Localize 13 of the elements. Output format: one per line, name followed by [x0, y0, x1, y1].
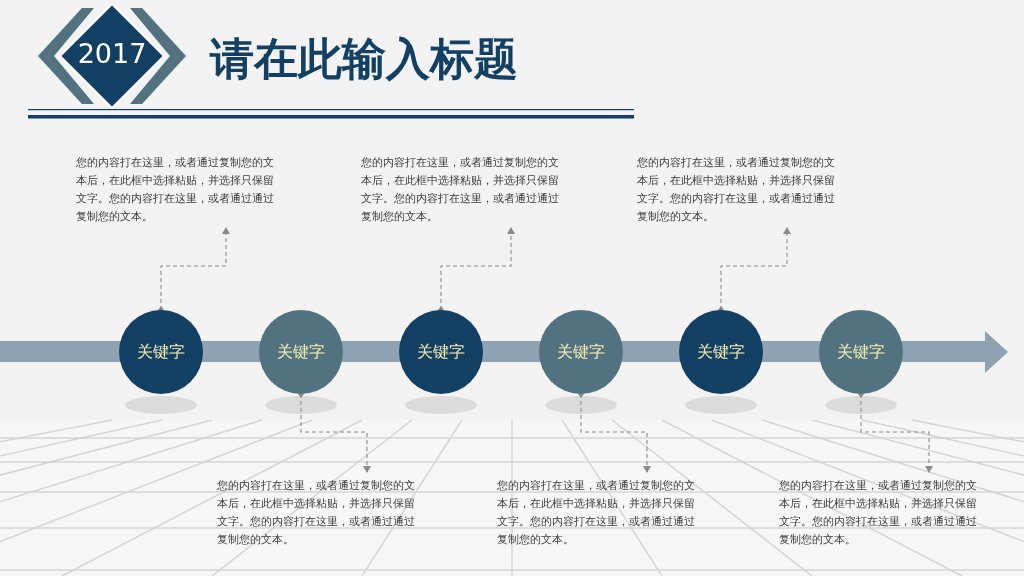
keyword-circle: 关键字	[819, 310, 903, 394]
description-text: 您的内容打在这里，或者通过复制您的文本后，在此框中选择粘贴，并选择只保留文字。您的内容打在这里，或者通过通过复制您的文本。	[361, 153, 561, 225]
description-text: 您的内容打在这里，或者通过复制您的文本后，在此框中选择粘贴，并选择只保留文字。您的内容打在这里，或者通过通过复制您的文本。	[779, 476, 979, 548]
title: 请在此输入标题	[210, 32, 518, 86]
keyword-circle: 关键字	[119, 310, 203, 394]
description-text: 您的内容打在这里，或者通过复制您的文本后，在此框中选择粘贴，并选择只保留文字。您的内容打在这里，或者通过通过复制您的文本。	[76, 153, 276, 225]
keyword-circle: 关键字	[539, 310, 623, 394]
description-text: 您的内容打在这里，或者通过复制您的文本后，在此框中选择粘贴，并选择只保留文字。您的内容打在这里，或者通过通过复制您的文本。	[637, 153, 837, 225]
description-text: 您的内容打在这里，或者通过复制您的文本后，在此框中选择粘贴，并选择只保留文字。您的内容打在这里，或者通过通过复制您的文本。	[497, 476, 697, 548]
description-text: 您的内容打在这里，或者通过复制您的文本后，在此框中选择粘贴，并选择只保留文字。您的内容打在这里，或者通过通过复制您的文本。	[217, 476, 417, 548]
keyword-circle: 关键字	[679, 310, 763, 394]
keyword-circle: 关键字	[259, 310, 343, 394]
keyword-circle: 关键字	[399, 310, 483, 394]
